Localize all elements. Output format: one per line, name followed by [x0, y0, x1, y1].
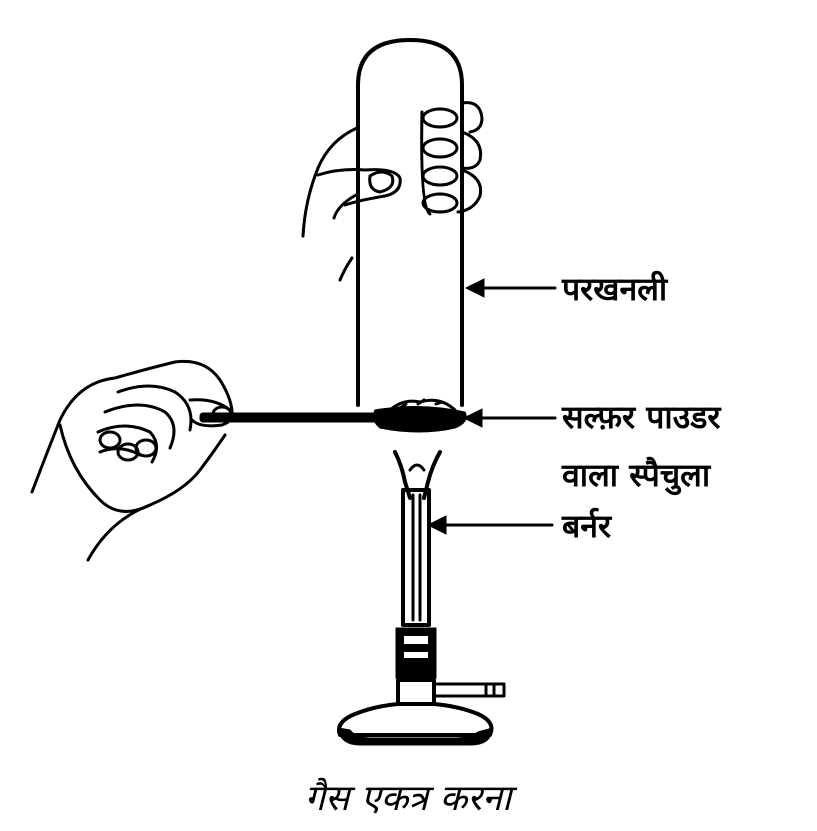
hand-holding-spatula	[30, 359, 234, 562]
diagram-caption: गैस एकत्र करना	[305, 777, 518, 819]
arrow-burner	[426, 515, 554, 535]
arrow-test-tube	[464, 278, 557, 298]
label-spatula-line2: वाला स्पैचुला	[561, 456, 712, 496]
label-spatula-line1: सल्फ़र पाउडर	[561, 398, 722, 436]
hand-holding-tube	[301, 101, 484, 282]
burner-flame	[393, 450, 442, 500]
bunsen-burner	[337, 488, 506, 746]
arrow-spatula	[462, 408, 557, 428]
spatula	[199, 398, 467, 433]
label-test-tube: परखनली	[561, 270, 669, 308]
test-tube	[356, 38, 464, 407]
label-burner: बर्नर	[561, 507, 613, 545]
